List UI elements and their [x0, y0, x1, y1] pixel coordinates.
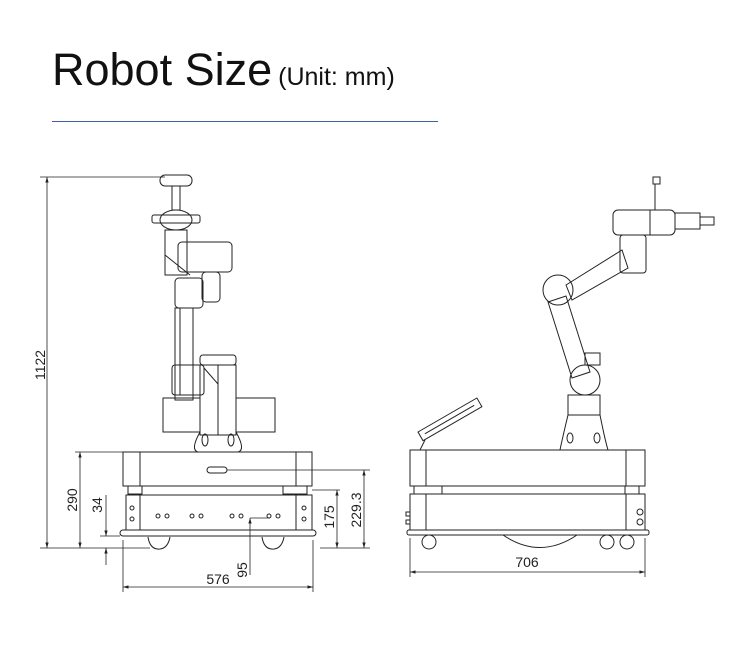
dim-top-height: 229.3: [348, 492, 364, 527]
title-divider: [52, 121, 438, 122]
page-title: Robot Size(Unit: mm): [52, 44, 395, 96]
dim-base-width: 576: [206, 571, 230, 587]
dim-handle-height: 95: [234, 562, 250, 578]
title-text: Robot Size: [52, 44, 273, 95]
dim-chassis-height: 175: [321, 505, 337, 529]
side-view: [405, 176, 715, 550]
dim-base-length: 706: [515, 554, 539, 570]
dim-ground-clearance: 34: [89, 497, 105, 513]
dim-total-height: 1122: [32, 350, 48, 380]
front-dimensions: 1122 290 34 95 175 229.3 576: [32, 176, 370, 592]
base-holes: [129, 505, 307, 522]
dim-base-height: 290: [64, 488, 80, 512]
side-dimensions: 706: [409, 538, 646, 577]
front-view: [119, 174, 370, 550]
unit-label: (Unit: mm): [278, 63, 395, 91]
